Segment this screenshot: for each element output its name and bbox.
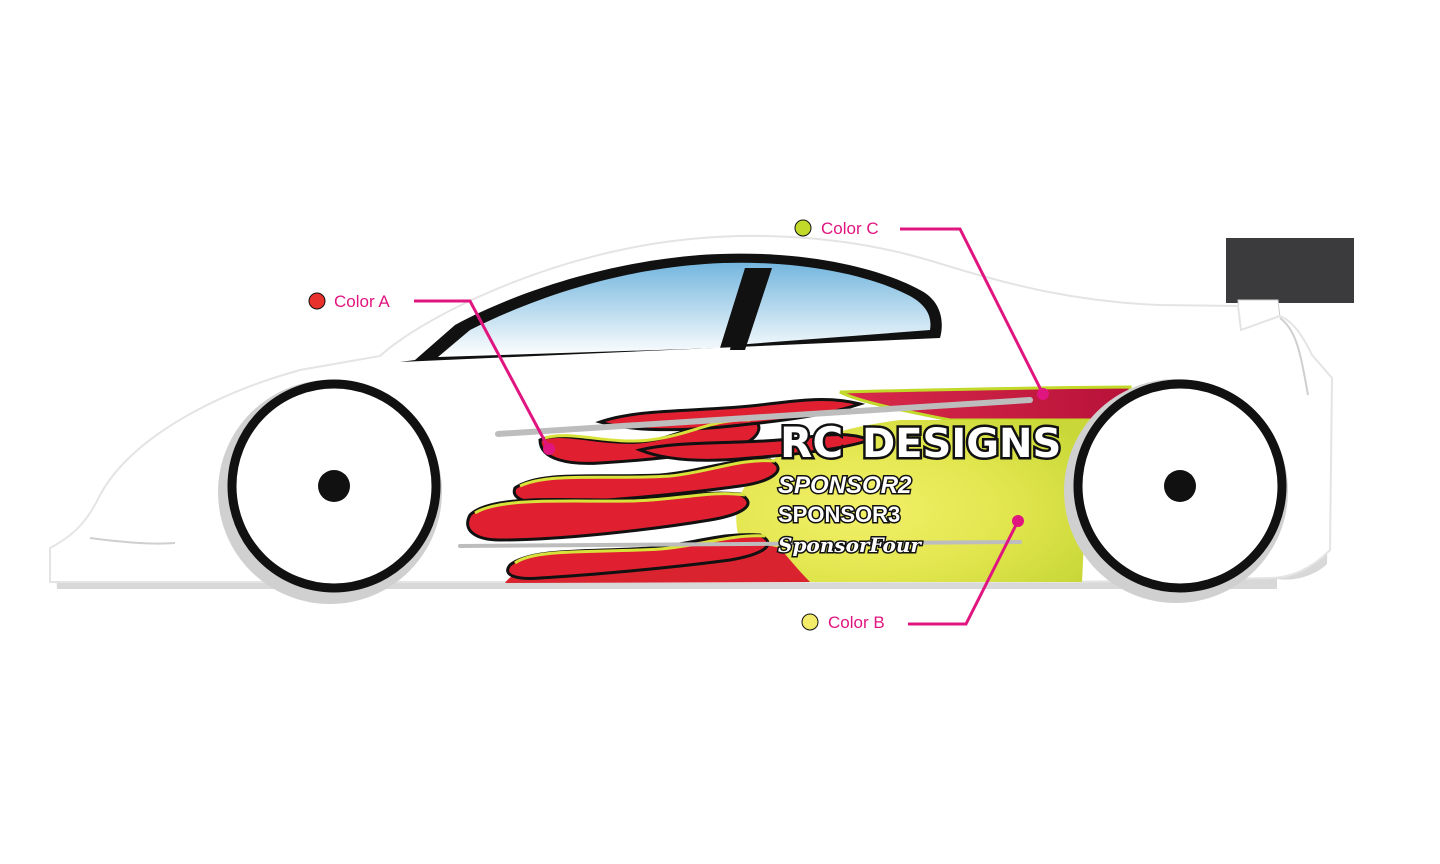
color-a-swatch xyxy=(308,292,326,310)
front-wheel-hub xyxy=(318,470,350,502)
window xyxy=(400,253,942,362)
rear-wheel-hub xyxy=(1164,470,1196,502)
color-a-pointer xyxy=(543,443,555,455)
rear-edge-line xyxy=(1279,317,1309,396)
side-graphics xyxy=(458,385,1132,583)
color-c-pointer xyxy=(1037,388,1049,400)
sponsor3-decal: SPONSOR3 xyxy=(778,502,900,527)
logo-rc: RC xyxy=(780,418,843,467)
sponsor2-decal: SPONSOR2 xyxy=(778,472,912,499)
logo-designs: DESIGNS xyxy=(862,421,1061,467)
color-b-pointer xyxy=(1012,515,1024,527)
flame-6 xyxy=(635,433,875,462)
window-glass xyxy=(438,262,931,357)
color-c-swatch xyxy=(794,219,812,237)
sponsor4-decal: SponsorFour xyxy=(778,533,922,557)
wing-plate xyxy=(1226,238,1354,303)
side-stripe-lower xyxy=(458,540,1022,548)
color-c-label: Color C xyxy=(821,219,879,238)
color-b-leader xyxy=(908,520,1020,626)
color-b-swatch xyxy=(801,613,819,631)
callout-b: Color B xyxy=(801,515,1024,632)
rear-wing xyxy=(1226,238,1354,331)
color-a-label: Color A xyxy=(334,292,390,311)
color-b-label: Color B xyxy=(828,613,885,632)
body-crease-front xyxy=(89,537,176,545)
rear-wheel xyxy=(1064,379,1288,603)
color-a-leader xyxy=(414,299,551,450)
decals: RC DESIGNS SPONSOR2 SPONSOR3 SponsorFour xyxy=(777,416,1064,559)
flame-highlight-2 xyxy=(519,459,776,488)
front-wheel xyxy=(218,379,442,604)
flame-highlight-3 xyxy=(474,492,746,515)
callout-c: Color C xyxy=(794,219,1049,400)
callout-a: Color A xyxy=(308,292,555,455)
side-stripe-upper xyxy=(495,397,1033,437)
flame-highlight-4 xyxy=(514,534,766,565)
window-pillar xyxy=(730,268,772,350)
color-c-leader xyxy=(900,227,1045,395)
